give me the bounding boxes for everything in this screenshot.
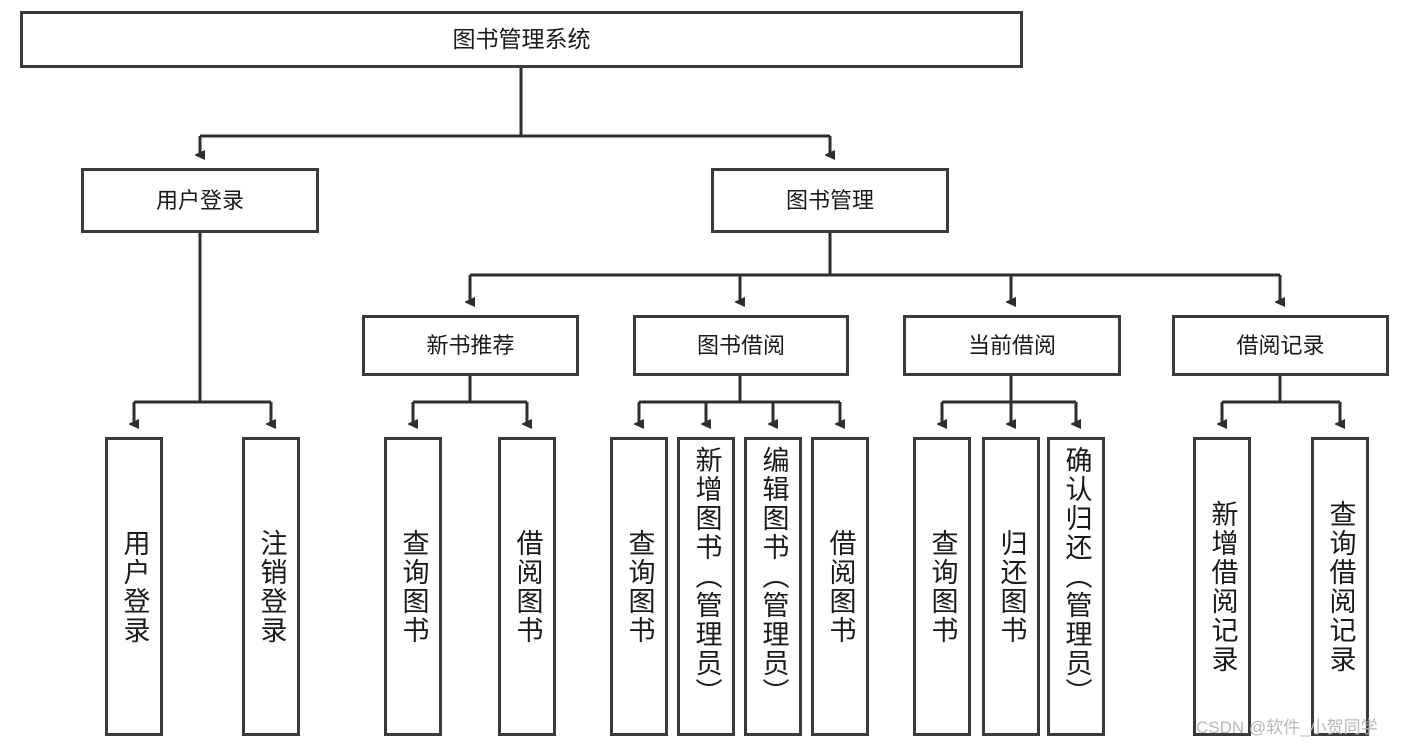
node-label: 借阅图书 [825, 528, 856, 645]
node-label: 新书推荐 [426, 332, 515, 358]
leaf-current-query-book[interactable]: 查询图书 [913, 437, 971, 736]
node-book-borrow[interactable]: 图书借阅 [633, 315, 849, 376]
node-label: 图书借阅 [696, 332, 785, 358]
node-label: 图书管理系统 [452, 26, 591, 53]
leaf-borrow-borrow-book[interactable]: 借阅图书 [811, 437, 869, 736]
node-label: 查询图书 [624, 528, 655, 645]
node-label: 用户登录 [155, 187, 244, 213]
leaf-borrow-query-book[interactable]: 查询图书 [610, 437, 668, 736]
node-root-system[interactable]: 图书管理系统 [20, 11, 1023, 68]
node-borrow-records[interactable]: 借阅记录 [1172, 315, 1389, 376]
node-label: 借阅记录 [1236, 332, 1325, 358]
leaf-recommend-borrow-book[interactable]: 借阅图书 [498, 437, 556, 736]
leaf-records-add-record[interactable]: 新增借阅记录 [1193, 437, 1251, 736]
node-label: 查询借阅记录 [1325, 499, 1356, 674]
leaf-current-return-book[interactable]: 归还图书 [982, 437, 1040, 736]
node-label: 编辑图书（管理员） [758, 446, 789, 707]
node-label: 用户登录 [119, 528, 150, 645]
leaf-recommend-query-book[interactable]: 查询图书 [384, 437, 442, 736]
leaf-borrow-add-book-admin[interactable]: 新增图书（管理员） [677, 437, 735, 736]
leaf-borrow-edit-book-admin[interactable]: 编辑图书（管理员） [744, 437, 802, 736]
node-label: 新增图书（管理员） [691, 446, 722, 707]
node-label: 借阅图书 [512, 528, 543, 645]
node-label: 当前借阅 [967, 332, 1056, 358]
node-book-management[interactable]: 图书管理 [711, 168, 949, 233]
node-new-book-recommend[interactable]: 新书推荐 [362, 315, 579, 376]
node-user-login[interactable]: 用户登录 [81, 168, 319, 233]
leaf-records-query-record[interactable]: 查询借阅记录 [1311, 437, 1369, 736]
node-label: 查询图书 [927, 528, 958, 645]
node-label: 查询图书 [398, 528, 429, 645]
leaf-current-confirm-return-admin[interactable]: 确认归还（管理员） [1047, 437, 1105, 736]
csdn-watermark: CSDN @软件_小贺同学 [1196, 718, 1378, 737]
node-current-borrow[interactable]: 当前借阅 [903, 315, 1121, 376]
leaf-user-login-login[interactable]: 用户登录 [105, 437, 163, 736]
node-label: 确认归还（管理员） [1061, 446, 1092, 707]
node-label: 图书管理 [785, 187, 874, 213]
leaf-user-login-logout[interactable]: 注销登录 [242, 437, 300, 736]
node-label: 新增借阅记录 [1207, 499, 1238, 674]
node-label: 归还图书 [996, 528, 1027, 645]
node-label: 注销登录 [256, 528, 287, 645]
